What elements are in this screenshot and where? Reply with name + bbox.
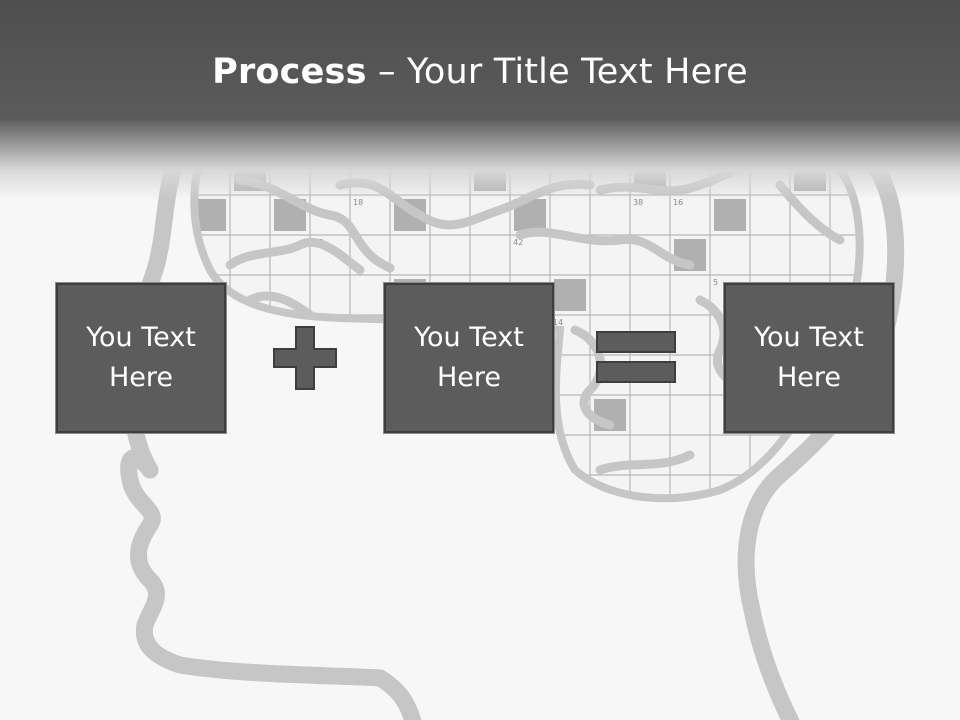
text-box-3-line1: You Text bbox=[754, 322, 864, 353]
text-box-3-line2: Here bbox=[776, 362, 842, 393]
crossword-number: 16 bbox=[673, 198, 683, 207]
crossword-black-cell bbox=[714, 199, 746, 231]
title-rest: Your Title Text Here bbox=[406, 52, 748, 92]
plus-icon bbox=[273, 326, 337, 390]
text-box-1[interactable]: You Text Here bbox=[56, 283, 226, 433]
text-box-2[interactable]: You Text Here bbox=[384, 283, 554, 433]
text-box-3[interactable]: You Text Here bbox=[724, 283, 894, 433]
crossword-number: 5 bbox=[713, 278, 718, 287]
crossword-number: 38 bbox=[633, 198, 643, 207]
text-box-2-line2: Here bbox=[436, 362, 502, 393]
text-box-2-line1: You Text bbox=[414, 322, 524, 353]
title-dash: – bbox=[366, 52, 407, 92]
crossword-number: 18 bbox=[353, 198, 363, 207]
equals-icon bbox=[596, 331, 676, 383]
crossword-number: 14 bbox=[553, 318, 563, 327]
title-bold: Process bbox=[212, 52, 367, 92]
slide-title: Process – Your Title Text Here bbox=[0, 52, 960, 92]
face-profile bbox=[120, 449, 422, 720]
text-box-1-line2: Here bbox=[108, 362, 174, 393]
text-box-1-line1: You Text bbox=[86, 322, 196, 353]
title-band bbox=[0, 0, 960, 200]
crossword-black-cell bbox=[554, 279, 586, 311]
crossword-number: 42 bbox=[513, 238, 523, 247]
